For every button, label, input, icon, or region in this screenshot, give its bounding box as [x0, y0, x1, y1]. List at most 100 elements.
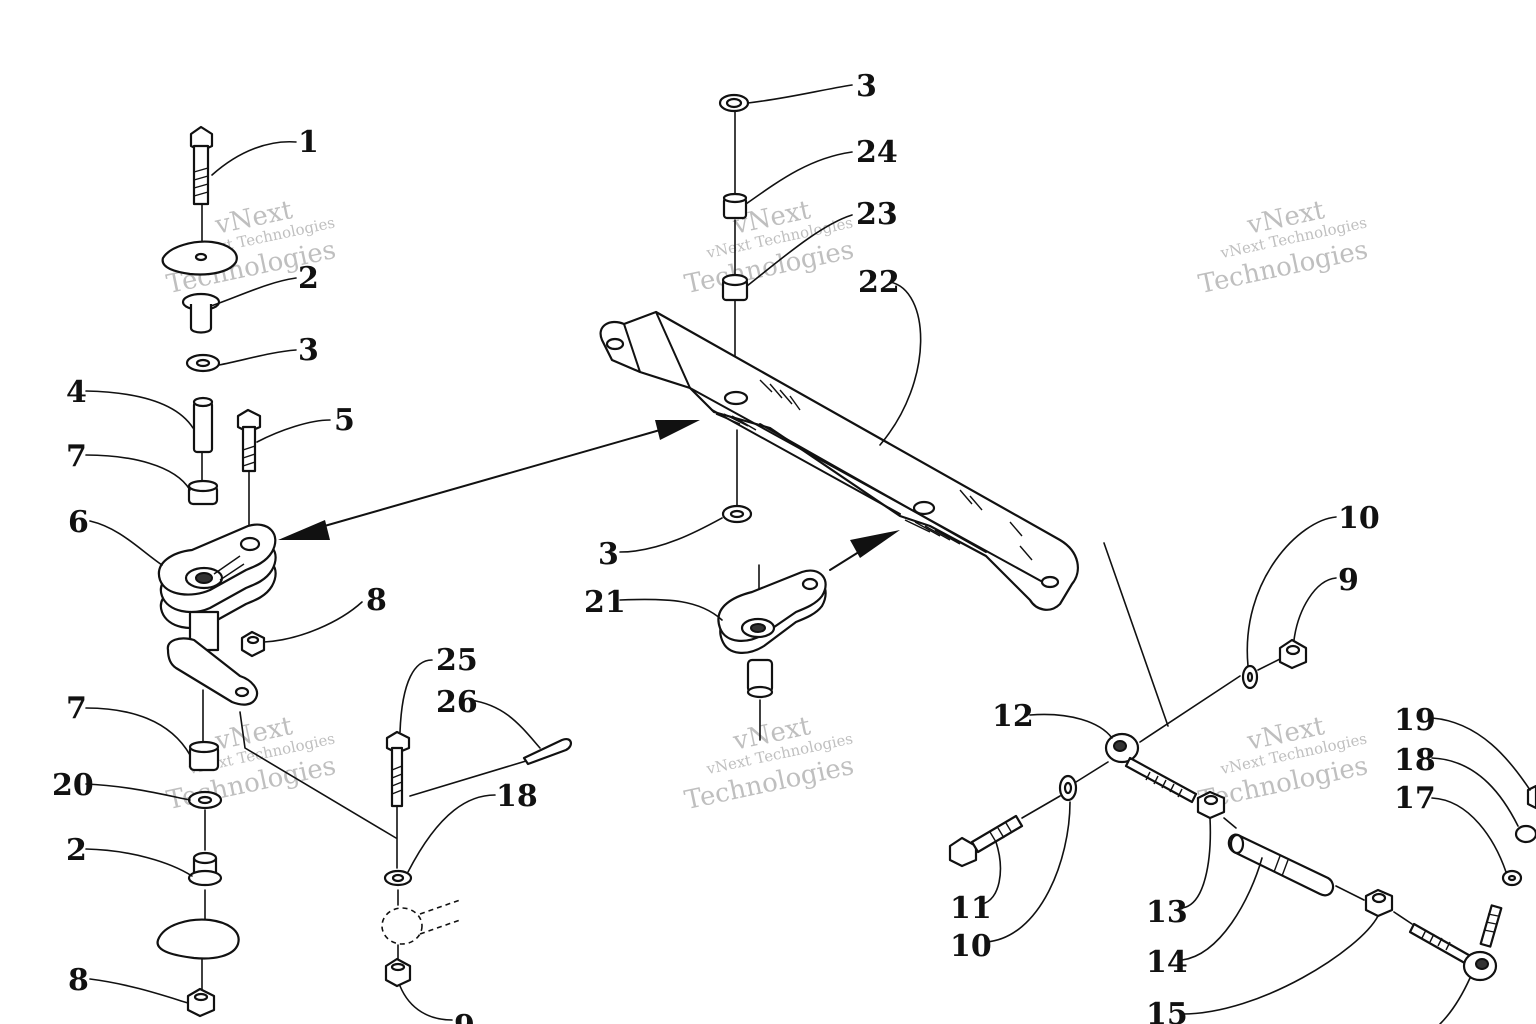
callout-23: 23 [856, 197, 898, 232]
callout-4: 4 [66, 375, 87, 410]
bolt-part-25 [385, 730, 411, 808]
leader-line [746, 214, 853, 287]
leader-line [619, 598, 723, 621]
callout-22: 22 [858, 265, 900, 300]
frame-fragment-bottom [156, 918, 240, 960]
callout-14: 14 [1146, 945, 1188, 980]
frame-hole [194, 252, 208, 262]
arrow-head [278, 520, 330, 540]
assembly-link-line [239, 711, 397, 839]
callout-2-lower: 2 [66, 833, 87, 868]
callout-12: 12 [992, 699, 1034, 734]
leader-line [256, 419, 331, 443]
leader-line [985, 801, 1071, 943]
arrow-head [655, 420, 700, 440]
callout-26: 26 [436, 685, 478, 720]
nut-part-15 [1364, 888, 1394, 918]
axis-line [1139, 675, 1241, 743]
watermark: vNext vNext Technologies Technologies [682, 195, 857, 300]
center-assembly [599, 93, 1079, 741]
leader-line [85, 848, 193, 877]
pin-assembly [381, 730, 572, 988]
leader-lines [85, 84, 1531, 1024]
washer-part-20 [187, 790, 223, 810]
sleeve-part-4 [192, 396, 214, 454]
axis-line [1223, 817, 1237, 829]
tie-rod-assembly [948, 542, 1536, 982]
trailing-arm-part-22 [599, 310, 1079, 611]
washer-part-10-lower [1058, 774, 1078, 802]
callout-7-lower: 7 [66, 691, 87, 726]
washer-part-18 [383, 869, 413, 887]
spacer-part-7 [187, 479, 219, 506]
bolt-part-1 [189, 125, 214, 206]
leader-line [1293, 577, 1337, 641]
cotter-pin-part-26 [409, 738, 572, 797]
nut-part-8 [240, 630, 266, 658]
assembly-arrows [278, 420, 900, 571]
leader-line [981, 841, 1002, 905]
rod-end-lower [1408, 904, 1503, 982]
leader-line [879, 281, 922, 446]
bushing-part-2-lower [187, 851, 223, 887]
nut-part-9-right [1278, 638, 1308, 670]
nut-part-9 [384, 957, 412, 988]
callout-7: 7 [66, 439, 87, 474]
leader-line [1181, 817, 1212, 909]
callout-numbers: 1 2 3 4 5 7 6 8 7 20 2 8 25 26 18 9 3 24… [52, 69, 1436, 1024]
leader-line [1029, 713, 1113, 739]
callout-17: 17 [1394, 781, 1436, 816]
axis-line [1257, 657, 1283, 671]
callout-18-right: 18 [1394, 743, 1436, 778]
rod-end-part-12 [1104, 732, 1198, 804]
callout-9: 9 [454, 1009, 475, 1024]
callout-25: 25 [436, 643, 478, 678]
leader-line [85, 783, 191, 801]
callout-13: 13 [1146, 895, 1188, 930]
nut-part-19 [1526, 784, 1536, 810]
callout-3-top: 3 [856, 69, 877, 104]
arrow-head [850, 530, 900, 558]
callout-10: 10 [1338, 501, 1380, 536]
spacer-part-7-lower [188, 740, 220, 772]
axis-line [1021, 795, 1061, 819]
leader-line [85, 454, 191, 491]
leader-line [747, 84, 853, 104]
callout-15: 15 [1146, 997, 1188, 1024]
leader-line [1431, 797, 1507, 873]
leader-line [399, 659, 433, 733]
leader-line [469, 699, 541, 749]
leader-line [263, 601, 363, 643]
bushing-part-23 [721, 273, 749, 302]
sleeve-part-24 [722, 192, 748, 220]
callout-10-lower: 10 [950, 929, 992, 964]
axis-line [1335, 885, 1365, 901]
leader-line [407, 794, 496, 873]
watermark: vNext vNext Technologies Technologies [682, 711, 857, 816]
washer-part-3-top [718, 93, 750, 113]
watermark-group: vNext vNext Technologies Technologies vN… [164, 195, 1371, 816]
leader-line [1246, 516, 1337, 667]
leader-line [218, 349, 297, 366]
washer-part-17 [1501, 869, 1523, 887]
bushing-part-2 [181, 292, 221, 334]
callout-9-right: 9 [1338, 563, 1359, 598]
callout-8: 8 [366, 583, 387, 618]
axis-line [1393, 911, 1413, 925]
callout-24: 24 [856, 135, 898, 170]
leader-line [619, 517, 723, 553]
washer-part-3-lower [721, 504, 753, 524]
axis-line [1075, 761, 1109, 783]
nut-part-8-lower [186, 987, 216, 1018]
callout-11: 11 [950, 891, 992, 926]
callout-5: 5 [334, 403, 355, 438]
watermark: vNext vNext Technologies Technologies [1196, 195, 1371, 300]
assembly-link-line [1103, 542, 1169, 727]
callout-20: 20 [52, 768, 94, 803]
callout-19: 19 [1394, 703, 1436, 738]
callout-21: 21 [584, 585, 626, 620]
washer-part-3 [185, 353, 221, 373]
callout-6: 6 [68, 505, 89, 540]
leader-line [1181, 857, 1263, 961]
